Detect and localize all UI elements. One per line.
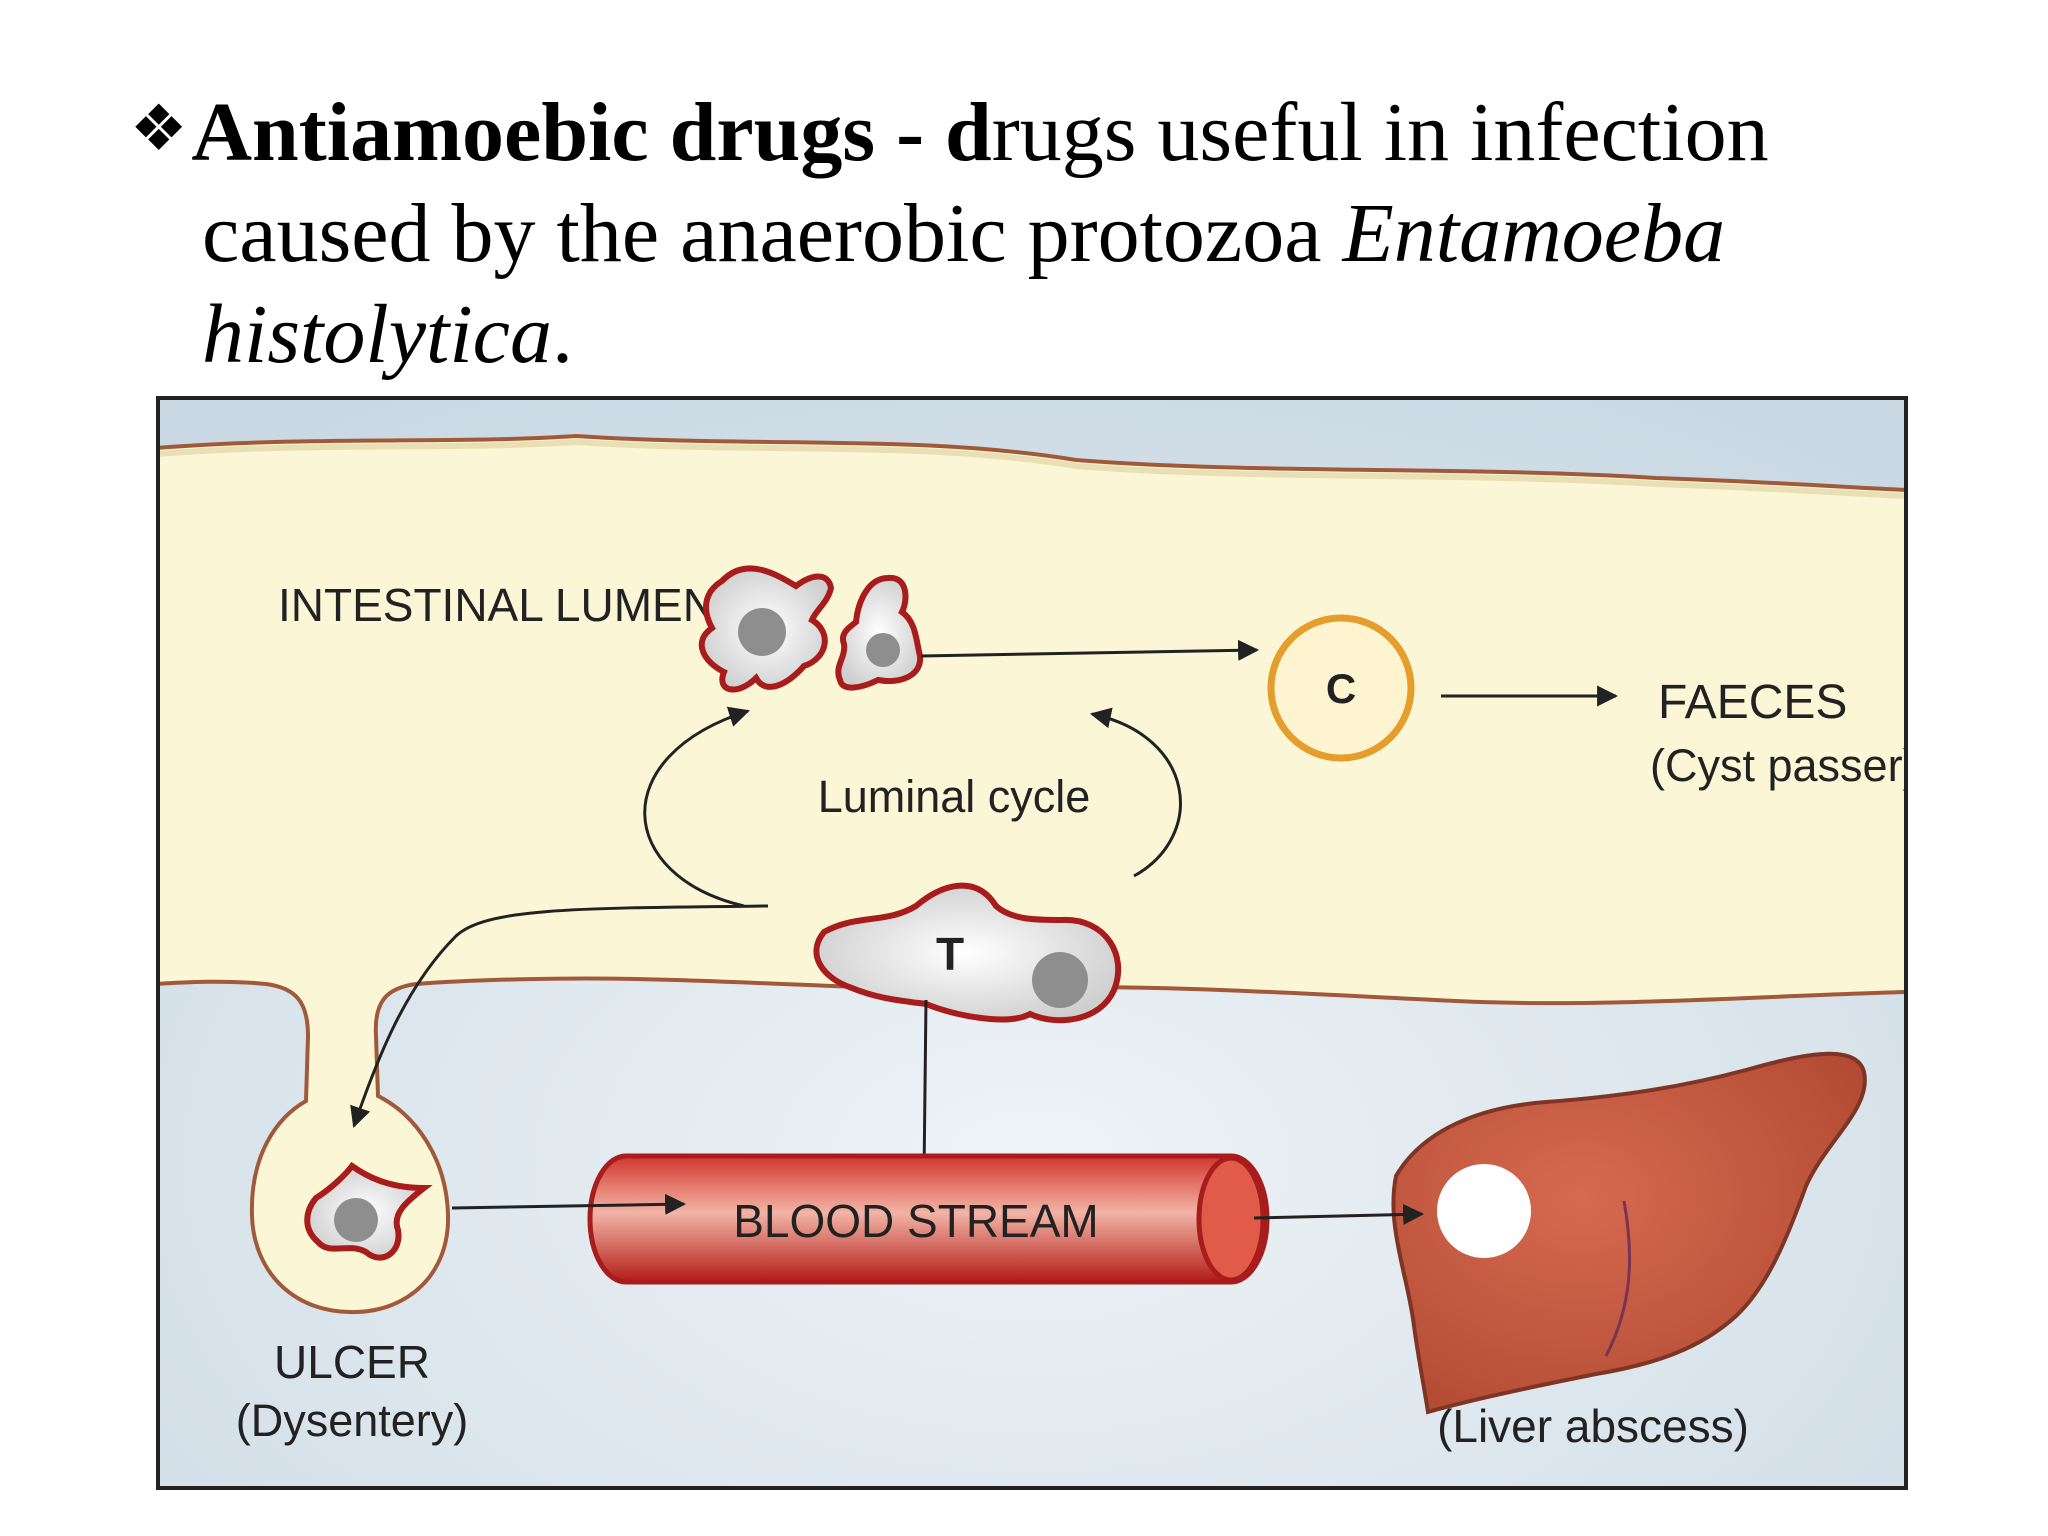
heading-line-2: caused by the anaerobic protozoa Entamoe… — [130, 183, 1960, 284]
arrow-to-cyst — [920, 639, 1260, 661]
heading-line2-text: caused by the anaerobic protozoa — [202, 187, 1343, 280]
lumen-top-shade — [156, 438, 1908, 499]
luminal-cycle-right-arrow — [1089, 707, 1182, 878]
heading-genus: Entamoeba — [1342, 187, 1726, 280]
luminal-cycle-label: Luminal cycle — [818, 771, 1091, 822]
trophozoite-main: T — [813, 882, 1122, 1024]
heading-bold-term: Antiamoebic drugs - d — [191, 86, 992, 179]
arrow-ulcer-to-blood — [451, 1193, 687, 1215]
diagram-frame — [156, 396, 1908, 1490]
ulcer-amoeba — [304, 1161, 433, 1261]
dysentery-label: (Dysentery) — [236, 1395, 469, 1446]
heading-period: . — [551, 288, 573, 381]
heading-text: ❖Antiamoebic drugs - drugs useful in inf… — [130, 78, 1960, 385]
cyst-label: C — [1326, 665, 1356, 712]
diamond-bullet-icon: ❖ — [130, 93, 188, 164]
trophozoite-cell-1 — [698, 565, 835, 693]
heading-line-1: ❖Antiamoebic drugs - drugs useful in inf… — [130, 86, 1769, 179]
trophozoite-cell-2 — [835, 574, 924, 691]
liver-abscess-label: (Liver abscess) — [1437, 1400, 1749, 1452]
trophozoite-label: T — [936, 928, 964, 980]
ulcer-label: ULCER — [274, 1336, 430, 1388]
arrow-to-blood-stream — [913, 999, 935, 1179]
intestinal-lumen-label: INTESTINAL LUMEN — [278, 579, 716, 631]
arrow-to-ulcer — [350, 904, 769, 1128]
heading-species: histolytica — [202, 288, 552, 381]
faeces-label: FAECES — [1658, 676, 1847, 729]
blood-stream-vessel — [587, 1153, 1270, 1285]
amoebiasis-diagram: INTESTINAL LUMEN C FAECES (Cyst passer) … — [156, 396, 1908, 1490]
cyst-circle: C — [1267, 614, 1415, 762]
blood-stream-label: BLOOD STREAM — [733, 1195, 1099, 1247]
arrow-blood-to-liver — [1253, 1203, 1425, 1225]
luminal-cycle-left-arrow — [643, 706, 751, 908]
heading-line1-rest: rugs useful in infection — [991, 86, 1769, 179]
cyst-passer-label: (Cyst passer) — [1650, 740, 1908, 791]
liver-icon — [1391, 1051, 1867, 1415]
heading-line-3: histolytica. — [130, 284, 1960, 385]
